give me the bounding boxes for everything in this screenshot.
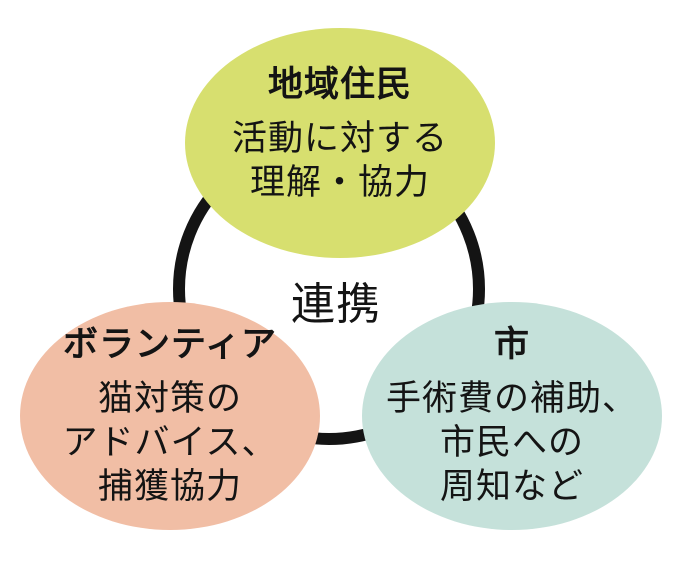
node-local-residents-line: 理解・協力	[249, 163, 430, 202]
node-volunteers-line: アドバイス、	[62, 423, 278, 462]
node-volunteers-line: 捕獲協力	[97, 467, 242, 506]
node-local-residents-title: 地域住民	[267, 65, 412, 104]
node-volunteers: ボランティア 猫対策の アドバイス、 捕獲協力	[20, 302, 320, 530]
node-local-residents: 地域住民 活動に対する 理解・協力	[185, 28, 495, 258]
node-city-line: 手術費の補助、	[385, 379, 638, 418]
node-city-line: 市民への	[439, 423, 584, 462]
node-city: 市 手術費の補助、 市民への 周知など	[362, 302, 662, 530]
center-label: 連携	[291, 280, 381, 329]
node-city-line: 周知など	[439, 467, 584, 506]
node-local-residents-line: 活動に対する	[231, 119, 448, 158]
node-volunteers-title: ボランティア	[63, 325, 277, 364]
node-city-title: 市	[493, 325, 530, 364]
node-volunteers-line: 猫対策の	[97, 379, 242, 418]
